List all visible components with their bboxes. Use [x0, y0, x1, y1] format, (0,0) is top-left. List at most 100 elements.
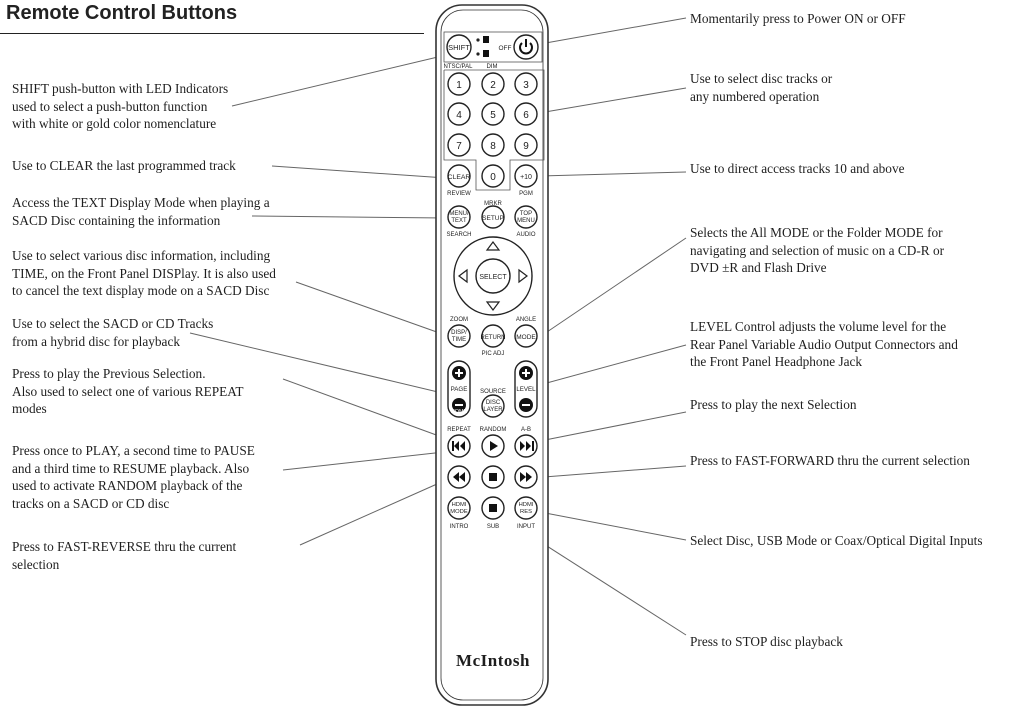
- stop-icon: [489, 504, 497, 512]
- top-menu-button[interactable]: TOP MENU: [514, 205, 538, 229]
- left-arrow-icon: [458, 268, 468, 284]
- disc-layer-label-2: LAYER: [483, 407, 503, 413]
- hdmi-res-button[interactable]: HDMI RES: [514, 496, 538, 520]
- select-label: SELECT: [479, 274, 507, 281]
- annotation-display: Use to select various disc information, …: [12, 248, 276, 298]
- previous-button[interactable]: [447, 434, 471, 458]
- disc-layer-button[interactable]: DISC LAYER: [481, 394, 505, 418]
- digit-3-button[interactable]: 3: [514, 72, 538, 96]
- source-label: SOURCE: [480, 389, 506, 395]
- minus-icon: [522, 404, 530, 406]
- leader-folder: [543, 237, 687, 335]
- ab-label: A-B: [521, 427, 531, 433]
- brand-logo: McIntosh: [456, 651, 530, 670]
- hdmi-mode-button[interactable]: HDMI MODE: [447, 496, 471, 520]
- skip-back-icon: [452, 441, 465, 451]
- play-icon: [490, 441, 498, 451]
- rewind-icon: [453, 472, 465, 482]
- page-label: PAGE: [451, 386, 468, 393]
- disc-layer-label-1: DISC: [486, 400, 501, 406]
- repeat-label: REPEAT: [447, 427, 471, 433]
- page-title: Remote Control Buttons: [6, 2, 238, 24]
- nav-down-button[interactable]: [485, 301, 501, 311]
- mode-label: MODE: [516, 334, 536, 341]
- leader-display: [295, 281, 449, 337]
- power-icon: [519, 39, 533, 55]
- select-button[interactable]: SELECT: [475, 258, 511, 294]
- zoom-label: ZOOM: [450, 317, 468, 323]
- digit-7-label: 7: [456, 141, 462, 152]
- home-label: HOME: [451, 409, 468, 415]
- hdmi-mode-label-1: HDMI: [452, 502, 467, 508]
- annotation-clear: Use to CLEAR the last programmed track: [12, 158, 236, 173]
- shift-label: SHIFT: [448, 43, 470, 52]
- down-arrow-icon: [485, 301, 501, 311]
- shift-button[interactable]: SHIFT: [446, 34, 472, 60]
- annotation-numbers: Use to select disc tracks or any numbere…: [690, 71, 833, 104]
- digit-8-button[interactable]: 8: [481, 133, 505, 157]
- plus10-button[interactable]: +10: [514, 164, 538, 188]
- digit-4-button[interactable]: 4: [447, 102, 471, 126]
- annotation-fast-forward: Press to FAST-FORWARD thru the current s…: [690, 453, 970, 468]
- annotation-folder-mode: Selects the All MODE or the Folder MODE …: [690, 225, 945, 275]
- nav-left-button[interactable]: [458, 268, 468, 284]
- leader-level: [542, 344, 687, 385]
- return-button[interactable]: RETURN: [481, 324, 506, 348]
- digit-3-label: 3: [523, 80, 529, 91]
- leader-plus10: [539, 171, 687, 177]
- level-rocker: LEVEL: [514, 360, 538, 418]
- digit-9-label: 9: [523, 141, 529, 152]
- top-menu-label-1: TOP: [520, 211, 532, 217]
- up-arrow-icon: [485, 241, 501, 251]
- digit-0-label: 0: [490, 172, 496, 183]
- page-down-button[interactable]: [452, 398, 466, 412]
- mode-button[interactable]: MODE: [514, 324, 538, 348]
- annotation-power: Momentarily press to Power ON or OFF: [690, 11, 906, 26]
- disp-time-label-2: TIME: [452, 337, 466, 343]
- hdmi-res-label-1: HDMI: [519, 502, 534, 508]
- level-label: LEVEL: [516, 386, 536, 393]
- menu-text-button[interactable]: MENU/ TEXT: [447, 205, 471, 229]
- power-button[interactable]: [513, 34, 539, 60]
- stop-button-1[interactable]: [481, 465, 505, 489]
- digit-7-button[interactable]: 7: [447, 133, 471, 157]
- annotation-text-mode: Access the TEXT Display Mode when playin…: [12, 195, 270, 228]
- stop-button-2[interactable]: [481, 496, 505, 520]
- stop-icon: [489, 473, 497, 481]
- setup-button[interactable]: SETUP: [481, 205, 505, 229]
- clear-button[interactable]: CLEAR: [447, 164, 471, 188]
- plus10-label: +10: [520, 174, 532, 181]
- annotation-input: Select Disc, USB Mode or Coax/Optical Di…: [690, 533, 983, 548]
- digit-2-button[interactable]: 2: [481, 72, 505, 96]
- navigation-pad: SELECT: [453, 236, 533, 316]
- digit-5-button[interactable]: 5: [481, 102, 505, 126]
- page-up-button[interactable]: [452, 366, 466, 380]
- random-label: RANDOM: [480, 427, 507, 433]
- digit-5-label: 5: [490, 110, 496, 121]
- digit-9-button[interactable]: 9: [514, 133, 538, 157]
- title-underline: [0, 33, 424, 34]
- level-up-button[interactable]: [519, 366, 533, 380]
- intro-label: INTRO: [450, 524, 469, 530]
- skip-forward-icon: [520, 441, 534, 451]
- disp-time-button[interactable]: DISP/ TIME: [447, 324, 471, 348]
- digit-6-button[interactable]: 6: [514, 102, 538, 126]
- annotation-play: Press once to PLAY, a second time to PAU…: [12, 443, 255, 511]
- fast-reverse-button[interactable]: [447, 465, 471, 489]
- angle-label: ANGLE: [516, 317, 536, 323]
- next-button[interactable]: [514, 434, 538, 458]
- digit-0-button[interactable]: 0: [481, 164, 505, 188]
- nav-up-button[interactable]: [485, 241, 501, 251]
- pic-adj-label: PIC ADJ: [482, 351, 505, 357]
- digit-1-button[interactable]: 1: [447, 72, 471, 96]
- nav-right-button[interactable]: [518, 268, 528, 284]
- level-down-button[interactable]: [519, 398, 533, 412]
- setup-label: SETUP: [482, 215, 504, 222]
- sub-label: SUB: [487, 524, 499, 530]
- input-label: INPUT: [517, 524, 535, 530]
- digit-4-label: 4: [456, 110, 462, 121]
- leader-shift: [231, 55, 443, 107]
- play-button[interactable]: [481, 434, 505, 458]
- fast-forward-button[interactable]: [514, 465, 538, 489]
